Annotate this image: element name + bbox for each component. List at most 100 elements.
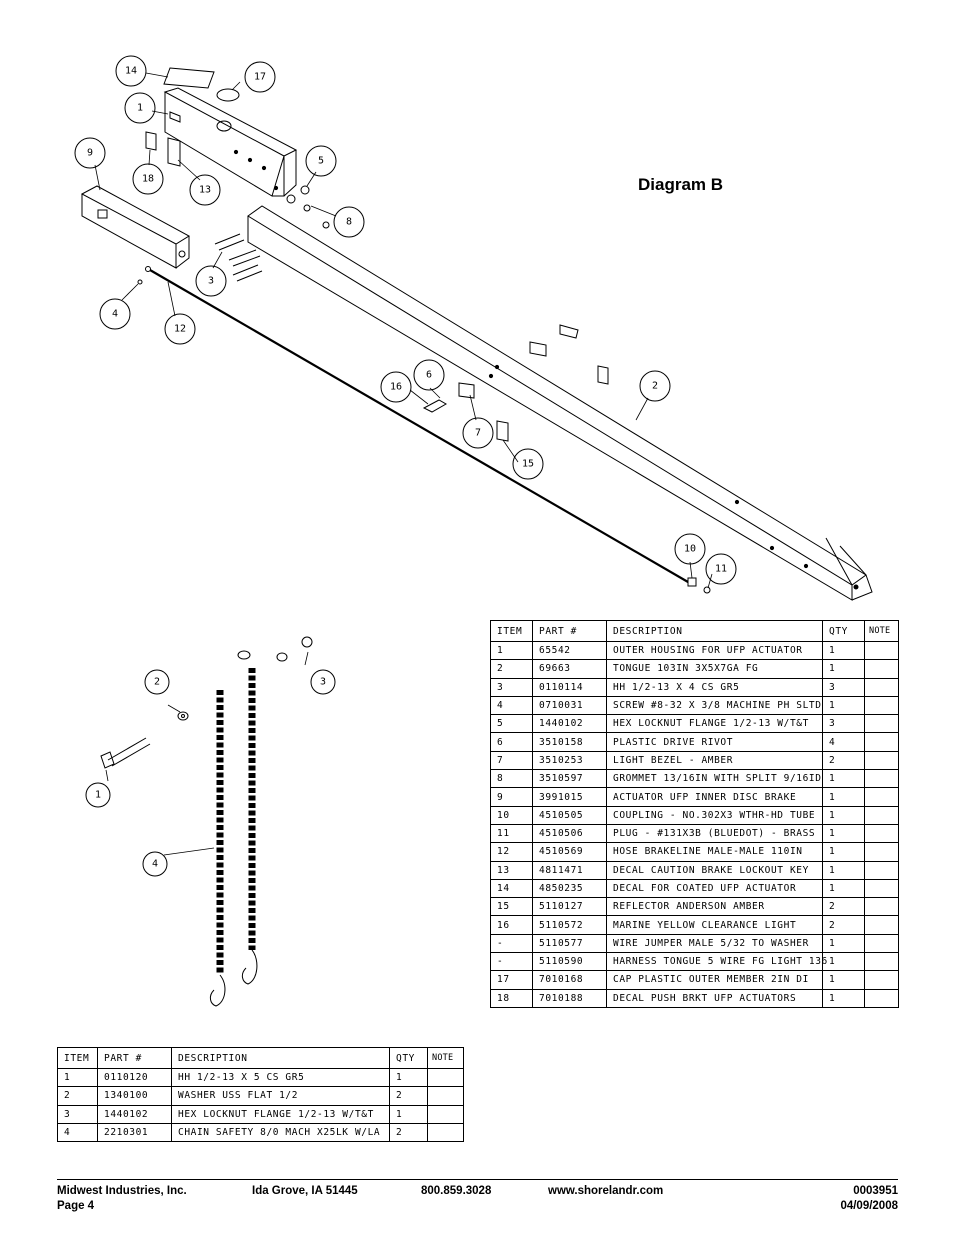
cell-part-number: 4811471 <box>532 860 607 880</box>
cell-description: ACTUATOR UFP INNER DISC BRAKE <box>606 787 823 807</box>
cell-description: REFLECTOR ANDERSON AMBER <box>606 897 823 917</box>
callout-label: 8 <box>346 217 352 228</box>
cell-item: 14 <box>490 878 533 899</box>
locknut-3 <box>301 636 313 648</box>
callout-label: 3 <box>320 677 326 688</box>
cell-qty: 2 <box>822 897 865 917</box>
cell-description: OUTER HOUSING FOR UFP ACTUATOR <box>606 640 823 661</box>
cell-note <box>864 695 899 716</box>
col-note: NOTE <box>864 620 899 642</box>
cell-qty: 3 <box>822 677 865 697</box>
cell-qty: 1 <box>822 769 865 789</box>
cell-qty: 1 <box>822 823 865 844</box>
cell-item: 18 <box>490 988 533 1008</box>
reflector-15 <box>496 420 509 442</box>
cell-note <box>864 878 899 899</box>
cell-qty: 4 <box>822 732 865 752</box>
cell-note <box>864 714 899 734</box>
cell-description: CAP PLASTIC OUTER MEMBER 2IN DI <box>606 970 823 990</box>
col-item: ITEM <box>490 620 533 642</box>
callout-label: 10 <box>684 544 696 555</box>
cell-part-number: 5110572 <box>532 915 607 935</box>
col-qty: QTY <box>389 1047 428 1069</box>
cell-note <box>864 640 899 661</box>
cell-item: 15 <box>490 897 533 917</box>
decal-18 <box>145 131 157 151</box>
callout-label: 1 <box>137 103 143 114</box>
callout-label: 2 <box>154 677 160 688</box>
cell-qty: 1 <box>822 952 865 972</box>
cell-item: 17 <box>490 970 533 990</box>
cell-description: HEX LOCKNUT FLANGE 1/2-13 W/T&T <box>606 714 823 734</box>
cell-description: DECAL PUSH BRKT UFP ACTUATORS <box>606 988 823 1008</box>
col-qty: QTY <box>822 620 865 642</box>
callout-label: 7 <box>475 428 481 439</box>
cell-part-number: 3991015 <box>532 787 607 807</box>
cell-qty: 1 <box>389 1104 428 1124</box>
light-bezel-7 <box>458 382 475 399</box>
cell-description: DECAL FOR COATED UFP ACTUATOR <box>606 878 823 899</box>
callout-label: 16 <box>390 382 402 393</box>
footer-date: 04/09/2008 <box>840 1200 898 1212</box>
cell-item: 3 <box>57 1104 98 1124</box>
callout-label: 2 <box>652 381 658 392</box>
cell-description: PLASTIC DRIVE RIVOT <box>606 732 823 752</box>
cell-note <box>427 1122 464 1143</box>
decal-13 <box>167 137 181 167</box>
cell-qty: 2 <box>389 1122 428 1143</box>
cell-part-number: 1440102 <box>532 714 607 734</box>
table-header-row: ITEM PART # DESCRIPTION QTY NOTE <box>490 620 899 642</box>
col-description: DESCRIPTION <box>606 620 823 642</box>
cell-qty: 1 <box>822 988 865 1008</box>
cell-qty: 1 <box>822 805 865 825</box>
cell-description: WASHER USS FLAT 1/2 <box>171 1086 390 1106</box>
cell-part-number: 3510253 <box>532 750 607 771</box>
cell-description: PLUG - #131X3B (BLUEDOT) - BRASS <box>606 823 823 844</box>
table-header-row: ITEM PART # DESCRIPTION QTY NOTE <box>57 1047 464 1069</box>
cell-note <box>864 842 899 862</box>
cell-description: HH 1/2-13 X 4 CS GR5 <box>606 677 823 697</box>
cell-part-number: 5110127 <box>532 897 607 917</box>
footer-rule <box>57 1179 898 1180</box>
cell-description: TONGUE 103IN 3X5X7GA FG <box>606 659 823 679</box>
brake-hose-12 <box>145 266 689 583</box>
cell-part-number: 7010188 <box>532 988 607 1008</box>
cell-part-number: 1340100 <box>97 1086 172 1106</box>
callout-label: 17 <box>254 72 266 83</box>
cell-qty: 1 <box>822 842 865 862</box>
cell-note <box>864 897 899 917</box>
grommet-8 <box>286 194 296 204</box>
cell-qty: 1 <box>822 970 865 990</box>
inner-actuator-9 <box>80 185 190 269</box>
cell-description: HEX LOCKNUT FLANGE 1/2-13 W/T&T <box>171 1104 390 1124</box>
cell-item: - <box>490 952 533 972</box>
cell-part-number: 5110590 <box>532 952 607 972</box>
callout-label: 4 <box>152 859 158 870</box>
cell-item: 12 <box>490 842 533 862</box>
cell-part-number: 4510505 <box>532 805 607 825</box>
cell-note <box>864 769 899 789</box>
footer-company: Midwest Industries, Inc. <box>57 1185 187 1197</box>
cell-note <box>864 970 899 990</box>
cell-note <box>864 787 899 807</box>
footer-phone: 800.859.3028 <box>421 1185 492 1197</box>
callout-label: 4 <box>112 309 118 320</box>
cell-part-number: 0110120 <box>97 1067 172 1088</box>
col-item: ITEM <box>57 1047 98 1069</box>
callout-label: 13 <box>199 185 211 196</box>
